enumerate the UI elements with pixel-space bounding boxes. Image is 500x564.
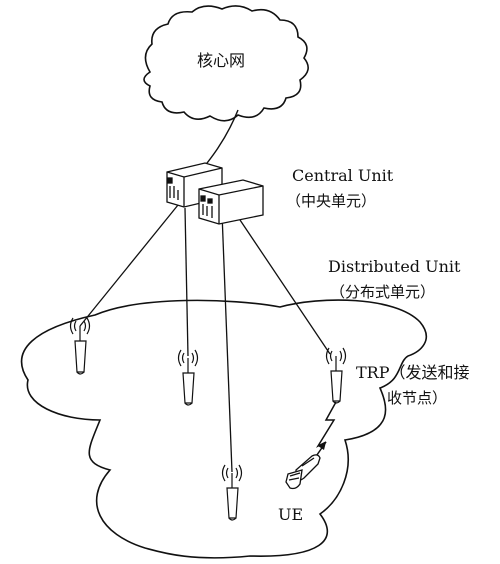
core-network-cloud: 核心网 (143, 5, 309, 122)
distributed-unit-device (198, 179, 264, 225)
ue-label: UE (278, 505, 303, 524)
wireless-link-arrow-icon (318, 442, 326, 450)
distributed-unit-label: Distributed Unit (328, 257, 461, 276)
fronthaul-links (79, 204, 331, 473)
link-trp-3 (221, 212, 233, 473)
ue-phone-icon (285, 454, 321, 490)
trp-antenna-1 (69, 317, 91, 375)
trp-antenna-4 (325, 347, 347, 404)
link-trp-2 (184, 207, 189, 357)
link-trp-1 (79, 204, 179, 327)
link-trp-4 (235, 213, 331, 355)
trp-label-line2: 收节点） (387, 389, 447, 407)
trp-antenna-3 (221, 464, 243, 521)
central-unit-label: Central Unit (292, 166, 394, 185)
trp-antenna-2 (177, 349, 199, 406)
coverage-area-cloud (20, 299, 427, 559)
distributed-unit-cn-label: （分布式单元） (330, 283, 435, 301)
core-network-label: 核心网 (197, 51, 245, 70)
central-unit-cn-label: （中央单元） (286, 192, 376, 210)
trp-label-line1: TRP（发送和接 (356, 363, 470, 382)
